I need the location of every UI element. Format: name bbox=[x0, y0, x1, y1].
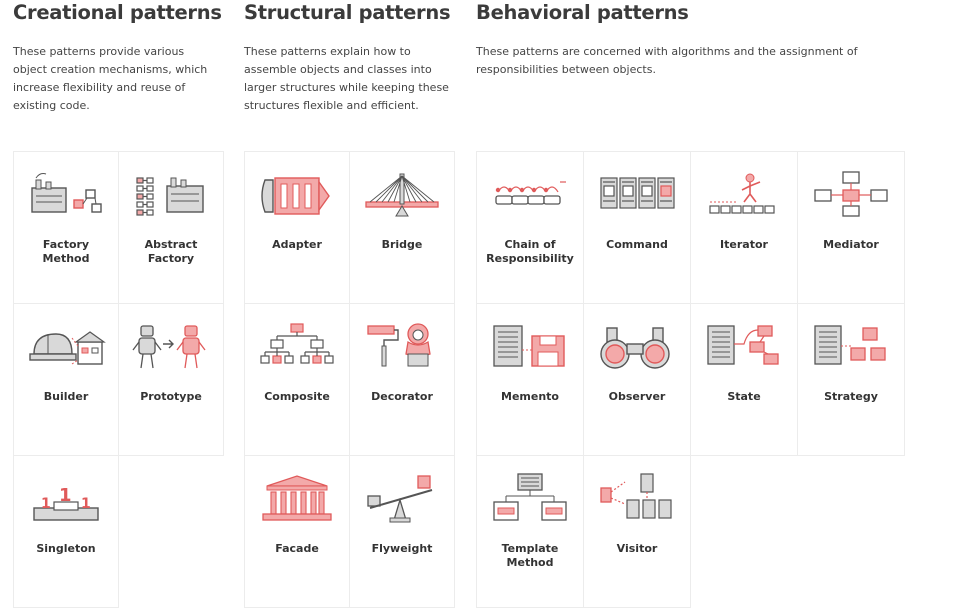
pattern-card-flyweight[interactable]: Flyweight bbox=[349, 455, 455, 608]
pattern-label: Template Method bbox=[501, 542, 559, 569]
pattern-label: Composite bbox=[264, 390, 330, 403]
decorator-icon bbox=[362, 318, 442, 374]
pattern-label: Facade bbox=[275, 542, 319, 555]
pattern-label: Command bbox=[606, 238, 668, 251]
pattern-label: Singleton bbox=[36, 542, 96, 555]
state-icon bbox=[704, 318, 784, 374]
pattern-card-chain-of-responsibility[interactable]: Chain of Responsibility bbox=[476, 151, 584, 304]
pattern-label: Factory Method bbox=[42, 238, 90, 265]
pattern-card-builder[interactable]: Builder bbox=[13, 303, 119, 456]
prototype-icon bbox=[131, 318, 211, 374]
structural-section: Structural patterns These patterns expla… bbox=[244, 0, 459, 112]
chain-of-responsibility-icon bbox=[490, 166, 570, 222]
svg-text:1: 1 bbox=[81, 496, 91, 512]
behavioral-description: These patterns are concerned with algori… bbox=[476, 45, 858, 76]
facade-icon bbox=[257, 470, 337, 526]
pattern-label: Mediator bbox=[823, 238, 879, 251]
pattern-label: Visitor bbox=[616, 542, 658, 555]
observer-icon bbox=[597, 318, 677, 374]
behavioral-section: Behavioral patterns These patterns are c… bbox=[476, 0, 926, 76]
flyweight-icon bbox=[362, 470, 442, 526]
pattern-label: Strategy bbox=[824, 390, 878, 403]
structural-description: These patterns explain how to assemble o… bbox=[244, 45, 449, 112]
pattern-card-decorator[interactable]: Decorator bbox=[349, 303, 455, 456]
template-method-icon bbox=[490, 470, 570, 526]
pattern-label: Chain of Responsibility bbox=[486, 238, 574, 265]
pattern-label: State bbox=[727, 390, 761, 403]
pattern-label: Abstract Factory bbox=[144, 238, 198, 265]
bridge-icon bbox=[362, 166, 442, 222]
pattern-card-facade[interactable]: Facade bbox=[244, 455, 350, 608]
pattern-card-strategy[interactable]: Strategy bbox=[797, 303, 905, 456]
svg-text:1: 1 bbox=[41, 496, 51, 512]
pattern-card-state[interactable]: State bbox=[690, 303, 798, 456]
pattern-card-bridge[interactable]: Bridge bbox=[349, 151, 455, 304]
creational-description: These patterns provide various object cr… bbox=[13, 45, 208, 112]
pattern-card-iterator[interactable]: Iterator bbox=[690, 151, 798, 304]
pattern-card-composite[interactable]: Composite bbox=[244, 303, 350, 456]
builder-icon bbox=[26, 318, 106, 374]
pattern-label: Builder bbox=[43, 390, 89, 403]
mediator-icon bbox=[811, 166, 891, 222]
creational-title: Creational patterns bbox=[13, 1, 222, 24]
strategy-icon bbox=[811, 318, 891, 374]
pattern-card-prototype[interactable]: Prototype bbox=[118, 303, 224, 456]
pattern-label: Prototype bbox=[140, 390, 202, 403]
pattern-card-observer[interactable]: Observer bbox=[583, 303, 691, 456]
pattern-label: Memento bbox=[501, 390, 559, 403]
pattern-card-factory-method[interactable]: Factory Method bbox=[13, 151, 119, 304]
composite-icon bbox=[257, 318, 337, 374]
memento-icon bbox=[490, 318, 570, 374]
pattern-card-abstract-factory[interactable]: Abstract Factory bbox=[118, 151, 224, 304]
visitor-icon bbox=[597, 470, 677, 526]
pattern-label: Flyweight bbox=[371, 542, 433, 555]
pattern-label: Decorator bbox=[371, 390, 433, 403]
pattern-card-visitor[interactable]: Visitor bbox=[583, 455, 691, 608]
pattern-label: Iterator bbox=[720, 238, 768, 251]
pattern-card-template-method[interactable]: Template Method bbox=[476, 455, 584, 608]
pattern-label: Bridge bbox=[381, 238, 423, 251]
pattern-label: Observer bbox=[608, 390, 666, 403]
behavioral-title: Behavioral patterns bbox=[476, 1, 689, 24]
adapter-icon bbox=[257, 166, 337, 222]
pattern-card-adapter[interactable]: Adapter bbox=[244, 151, 350, 304]
structural-title: Structural patterns bbox=[244, 1, 451, 24]
iterator-icon bbox=[704, 166, 784, 222]
pattern-card-mediator[interactable]: Mediator bbox=[797, 151, 905, 304]
pattern-label: Adapter bbox=[272, 238, 322, 251]
factory-method-icon bbox=[26, 166, 106, 222]
command-icon bbox=[597, 166, 677, 222]
svg-text:1: 1 bbox=[59, 485, 72, 506]
pattern-card-memento[interactable]: Memento bbox=[476, 303, 584, 456]
creational-section: Creational patterns These patterns provi… bbox=[13, 0, 223, 112]
abstract-factory-icon bbox=[131, 166, 211, 222]
pattern-card-command[interactable]: Command bbox=[583, 151, 691, 304]
